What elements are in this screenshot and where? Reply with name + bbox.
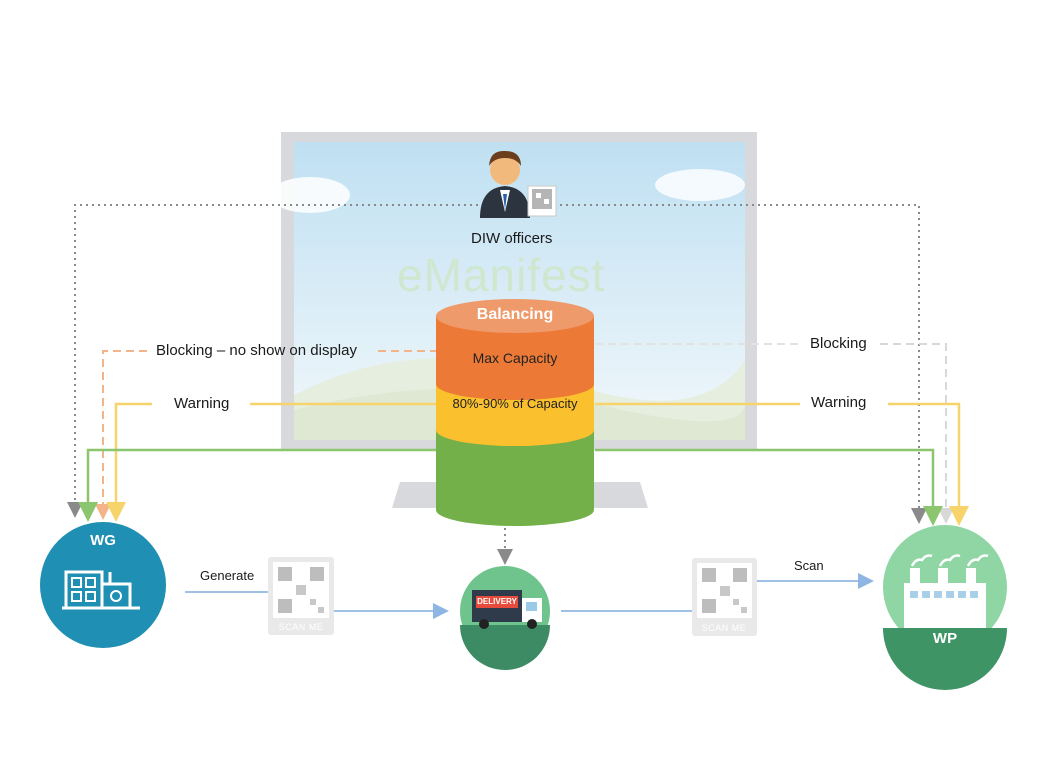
green-links [78, 448, 943, 526]
qr-code-generate [268, 557, 334, 635]
qr-scan-scan-me: SCAN ME [701, 623, 747, 633]
factory-icon [62, 570, 140, 610]
db-layer-4 [436, 430, 594, 493]
db-layer-3 [436, 384, 594, 446]
wg-node [40, 522, 166, 648]
officer-dotted-links [67, 204, 927, 565]
plant-icon [904, 554, 989, 628]
truck-icon [472, 590, 542, 629]
db-layer-balancing-label: Balancing [476, 306, 554, 323]
db-layer-1 [436, 299, 594, 333]
db-layer-warning-capacity-label: 80%-90% of Capacity [452, 396, 578, 411]
delivery-label: DELIVERY [477, 597, 517, 606]
wp-label: WP [932, 630, 958, 647]
wg-label: WG [90, 532, 116, 549]
qr-generate-scan-me: SCAN ME [278, 622, 324, 632]
officer-label: DIW officers [471, 230, 553, 247]
blocking-links [95, 343, 954, 524]
right-warning-label: Warning [811, 394, 867, 411]
left-warning-label: Warning [174, 395, 230, 412]
wp-node [883, 525, 1007, 690]
truck-node [460, 566, 550, 670]
flow-links [185, 573, 874, 619]
db-layer-max-capacity-label: Max Capacity [472, 350, 558, 366]
qr-code-scan [692, 558, 757, 636]
officer-icon [480, 150, 557, 218]
right-blocking-label: Blocking [810, 335, 867, 352]
database-stack [436, 299, 594, 526]
generate-label: Generate [200, 568, 255, 583]
left-blocking-label: Blocking – no show on display [156, 342, 357, 359]
warning-links [106, 402, 969, 526]
emanifest-watermark: eManifest [397, 249, 606, 301]
db-layer-2 [436, 316, 594, 400]
scan-label: Scan [794, 558, 824, 573]
